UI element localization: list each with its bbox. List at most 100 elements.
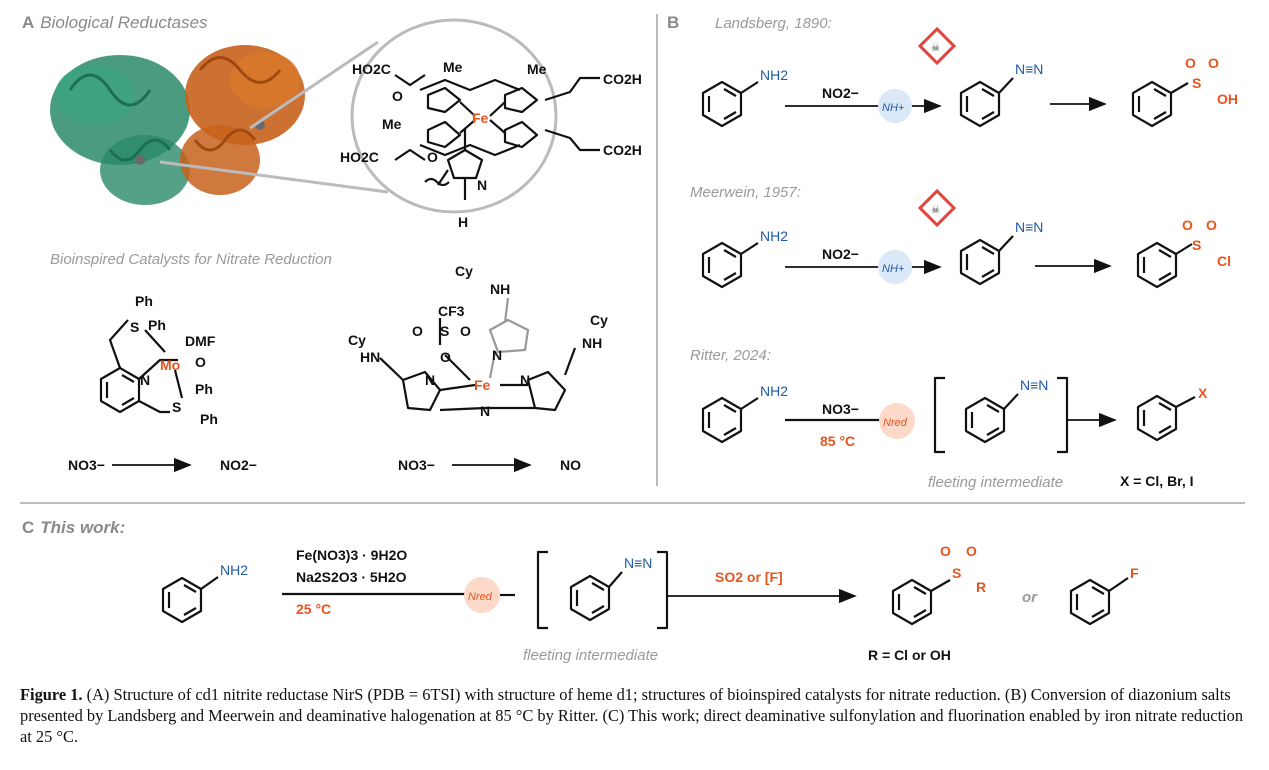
mo-ph-3: Ph: [195, 381, 213, 397]
row2-author: Meerwein, 1957:: [690, 184, 801, 201]
svg-text:O: O: [1182, 217, 1193, 233]
svg-text:O: O: [1185, 55, 1196, 71]
c-r-group: R: [976, 579, 986, 595]
row3-reagent: NO3−: [822, 401, 859, 417]
heme-n: N: [477, 177, 487, 193]
panel-a-subtitle: Bioinspired Catalysts for Nitrate Reduct…: [50, 251, 332, 268]
svg-text:Nred: Nred: [883, 417, 908, 429]
caption-text: (A) Structure of cd1 nitrite reductase N…: [20, 685, 1244, 746]
c-reagent-2: Na2S2O3 · 5H2O: [296, 569, 407, 585]
row2-reagent: NO2−: [822, 246, 859, 262]
c-f: F: [1130, 565, 1139, 581]
heme-co2h-2: CO2H: [603, 142, 642, 158]
row2-badge: [878, 250, 912, 284]
heme-ho2c-top: HO2C: [352, 61, 391, 77]
heme-o-1: O: [392, 88, 403, 104]
heme-o-2: O: [427, 149, 438, 165]
mo-product: NO2−: [220, 457, 257, 473]
c-or: or: [1022, 589, 1038, 606]
heme-d1-structure: [394, 74, 600, 200]
figure-caption: Figure 1. (A) Structure of cd1 nitrite r…: [20, 684, 1245, 747]
mo-complex-structure: [99, 319, 184, 414]
fe-o-3: O: [440, 349, 451, 365]
fe-product: NO: [560, 457, 581, 473]
c-badge: [464, 577, 500, 613]
protein-structure-image: [50, 45, 305, 205]
svg-text:☠: ☠: [931, 43, 940, 54]
fe-cy-3: Cy: [348, 332, 366, 348]
mo-s-2: S: [172, 399, 181, 415]
svg-text:O: O: [966, 543, 977, 559]
fe-nh-2: NH: [582, 335, 602, 351]
fe-cy-1: Cy: [455, 263, 473, 279]
row3-product-x: X: [1198, 385, 1208, 401]
svg-text:S: S: [1192, 237, 1201, 253]
c-intermediate-note: fleeting intermediate: [523, 647, 658, 664]
row1-product-end: OH: [1217, 91, 1238, 107]
panel-b-letter: B: [667, 13, 679, 32]
row2-diazonium: N≡N: [1015, 219, 1043, 235]
row3-x-definition: X = Cl, Br, I: [1120, 473, 1194, 489]
svg-text:Nred: Nred: [468, 591, 493, 603]
row1-hazard-icon: [917, 26, 957, 66]
fe-reactant: NO3−: [398, 457, 435, 473]
row1-badge: [878, 89, 912, 123]
fe-hn: HN: [360, 349, 380, 365]
row3-nh2: NH2: [760, 383, 788, 399]
svg-text:S: S: [1192, 75, 1201, 91]
row1-nh2: NH2: [760, 67, 788, 83]
mo-ph-2: Ph: [148, 317, 166, 333]
heme-co2h-1: CO2H: [603, 71, 642, 87]
row3-condition: 85 °C: [820, 433, 855, 449]
fe-s: S: [440, 323, 449, 339]
heme-ho2c-bottom: HO2C: [340, 149, 379, 165]
row2-nh2: NH2: [760, 228, 788, 244]
svg-text:NH+: NH+: [882, 102, 905, 114]
zoom-line-top: [249, 40, 379, 130]
mo-s-1: S: [130, 319, 139, 335]
row3-badge: [879, 403, 915, 439]
fe-n-2: N: [492, 347, 502, 363]
c-nh2: NH2: [220, 562, 248, 578]
svg-text:☠: ☠: [931, 205, 940, 216]
fe-atom: Fe: [474, 377, 491, 393]
heme-me-3: Me: [382, 116, 402, 132]
fe-complex-structure: [379, 297, 577, 412]
row2-hazard-icon: [917, 188, 957, 228]
svg-text:NH+: NH+: [882, 263, 905, 275]
row3-author: Ritter, 2024:: [690, 347, 771, 364]
mo-ph-4: Ph: [200, 411, 218, 427]
c-diazonium: N≡N: [624, 555, 652, 571]
mo-n: N: [140, 372, 150, 388]
row1-reagent: NO2−: [822, 85, 859, 101]
row1-diazonium: N≡N: [1015, 61, 1043, 77]
mo-ph-1: Ph: [135, 293, 153, 309]
c-r-definition: R = Cl or OH: [868, 647, 951, 663]
caption-label: Figure 1.: [20, 685, 83, 704]
fe-o-1: O: [412, 323, 423, 339]
row3-intermediate-note: fleeting intermediate: [928, 474, 1063, 491]
svg-text:O: O: [940, 543, 951, 559]
mo-atom: Mo: [160, 357, 180, 373]
c-step2: SO2 or [F]: [715, 569, 783, 585]
zoom-line-bottom: [159, 160, 389, 194]
row1-author: Landsberg, 1890:: [715, 15, 832, 32]
heme-h: H: [458, 214, 468, 230]
row2-product-end: Cl: [1217, 253, 1231, 269]
fe-n-1: N: [425, 372, 435, 388]
fe-n-3: N: [520, 372, 530, 388]
row3-diazonium: N≡N: [1020, 377, 1048, 393]
heme-me-2: Me: [527, 61, 547, 77]
fe-nh-1: NH: [490, 281, 510, 297]
heme-fe: Fe: [472, 110, 489, 126]
heme-me-1: Me: [443, 59, 463, 75]
zoom-circle: [350, 18, 558, 214]
fe-cf3: CF3: [438, 303, 465, 319]
svg-text:O: O: [1208, 55, 1219, 71]
panel-b: B Landsberg, 1890: NH2 NO2− NH+ ☠ N≡N O …: [667, 13, 1238, 491]
fe-cy-2: Cy: [590, 312, 608, 328]
